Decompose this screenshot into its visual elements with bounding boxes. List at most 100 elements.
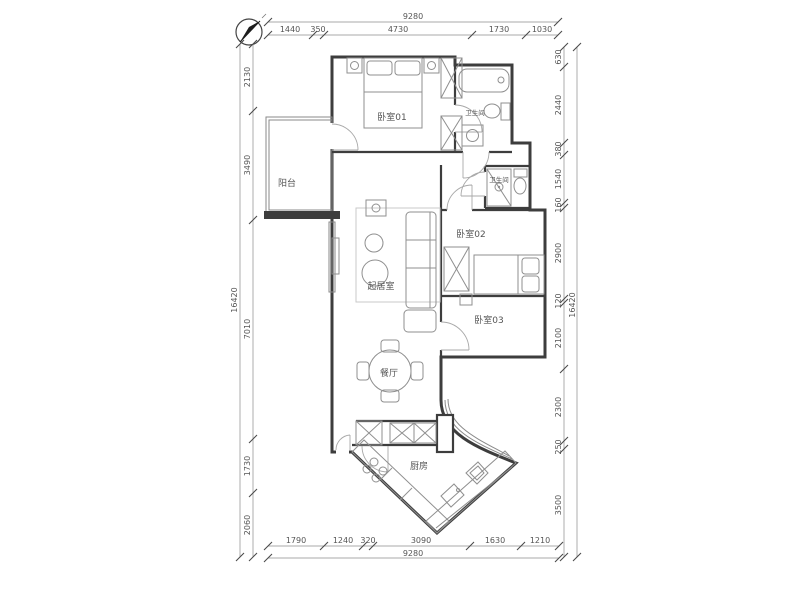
bed (473, 254, 545, 295)
bathtub (458, 68, 510, 93)
shower (486, 168, 512, 207)
room-label-bath1: 卫生间 (465, 108, 485, 117)
wardrobe (440, 57, 463, 99)
lamp-icon (427, 61, 436, 70)
faucet-icon (456, 488, 460, 492)
room-label-living: 起居室 (367, 280, 394, 292)
stove-burner-icon (378, 466, 388, 476)
door-gap-service (336, 448, 349, 456)
door-arc-kitchen (361, 445, 389, 473)
dim-right-seg: 1540 (554, 169, 563, 189)
tv-cabinet (331, 237, 340, 275)
dim-top-seg: 1030 (532, 25, 552, 34)
bedroom2-furniture (443, 246, 545, 306)
wardrobe (443, 246, 470, 292)
pillow (521, 257, 540, 275)
kitchen-furniture (351, 420, 517, 534)
chair (410, 361, 424, 381)
stove-burner-icon (362, 464, 372, 474)
balcony-wall-block (264, 211, 340, 219)
cabinet (413, 422, 437, 444)
door-gap-balcony (328, 123, 336, 149)
north-arrow-icon (235, 13, 267, 46)
door-arc-bedroom2 (446, 184, 473, 211)
dim-right-seg: 250 (554, 439, 563, 454)
dim-right-seg: 3500 (554, 495, 563, 515)
chair (380, 389, 400, 403)
pillow (366, 60, 393, 76)
nightstand (459, 293, 473, 306)
door-arc-service (335, 434, 351, 451)
dimension-chain-right: 630 2440 380 1540 160 2900 120 2100 2300… (554, 42, 582, 562)
door-arc-bath2 (460, 171, 486, 197)
door-arcs (331, 104, 490, 473)
stove-burner-icon (371, 473, 381, 483)
living-room-furniture (331, 199, 441, 333)
dim-right-total: 16420 (568, 292, 577, 317)
dim-top-seg: 1440 (280, 25, 300, 34)
plant-icon (371, 203, 381, 213)
bed (363, 57, 423, 129)
dim-left-seg: 1730 (243, 456, 252, 476)
coffee-table (361, 259, 389, 287)
door-arc-balcony (331, 123, 359, 151)
dim-bottom-seg: 1790 (286, 536, 306, 545)
dim-bottom-seg: 1210 (530, 536, 550, 545)
dim-right-seg: 2300 (554, 397, 563, 417)
pillow (521, 275, 540, 293)
rug (355, 207, 441, 303)
wall-pier (435, 413, 455, 454)
dining-furniture (356, 339, 424, 403)
room-label-bedroom1: 卧室01 (377, 111, 406, 123)
bath1-fixtures (458, 68, 511, 147)
kitchen-counter (425, 450, 517, 534)
room-labels: 阳台 卧室01 卫生间 卫生间 卧室02 起居室 卧室03 餐厅 厨房 (278, 108, 509, 472)
room-label-bedroom3: 卧室03 (474, 314, 503, 326)
toilet (483, 103, 501, 119)
cooktop (465, 461, 489, 485)
room-label-kitchen: 厨房 (410, 460, 428, 472)
room-label-balcony: 阳台 (278, 177, 296, 189)
dim-right-seg: 2900 (554, 243, 563, 263)
ottoman (403, 309, 437, 333)
chair (356, 361, 370, 381)
dim-right-seg: 160 (554, 197, 563, 212)
room-label-dining: 餐厅 (380, 367, 398, 379)
dim-right-seg: 2100 (554, 328, 563, 348)
nightstand (423, 57, 440, 74)
sink (440, 483, 465, 508)
dim-bottom-total: 9280 (403, 549, 423, 558)
room-label-bedroom2: 卧室02 (456, 228, 485, 240)
dim-bottom-seg: 1630 (485, 536, 505, 545)
toilet-tank (500, 102, 511, 121)
door-arc-bedroom3 (440, 321, 470, 351)
stove-burner-icon (369, 457, 379, 467)
window-living (328, 221, 336, 293)
dimension-chain-top: 9280 1440 350 4730 1730 1030 (263, 12, 563, 40)
lamp-icon (350, 61, 359, 70)
dim-left-total: 16420 (230, 287, 239, 312)
drain-icon (497, 76, 505, 84)
side-table (365, 199, 387, 217)
bath2-fixtures (486, 168, 528, 207)
dim-top-total: 9280 (403, 12, 423, 21)
pillow (394, 60, 421, 76)
washer-drum-icon (466, 129, 479, 142)
door-arc-entry (462, 151, 490, 179)
interior-walls (328, 65, 545, 454)
dim-top-seg: 350 (310, 25, 325, 34)
dim-right-seg: 120 (554, 293, 563, 308)
shower-head-icon (494, 182, 504, 192)
washing-machine (461, 124, 484, 147)
dim-right-seg: 630 (554, 49, 563, 64)
dim-bottom-seg: 3090 (411, 536, 431, 545)
balcony (264, 116, 340, 219)
bedroom1-furniture (346, 57, 463, 151)
dim-left-seg: 3490 (243, 155, 252, 175)
dim-bottom-seg: 320 (360, 536, 375, 545)
dimension-chain-left: 16420 2130 3490 7010 1730 2060 (230, 39, 258, 562)
dimension-chain-bottom: 1790 1240 320 3090 1630 1210 9280 (263, 536, 564, 563)
room-label-bath2: 卫生间 (489, 175, 509, 184)
dim-right-seg: 2440 (554, 95, 563, 115)
